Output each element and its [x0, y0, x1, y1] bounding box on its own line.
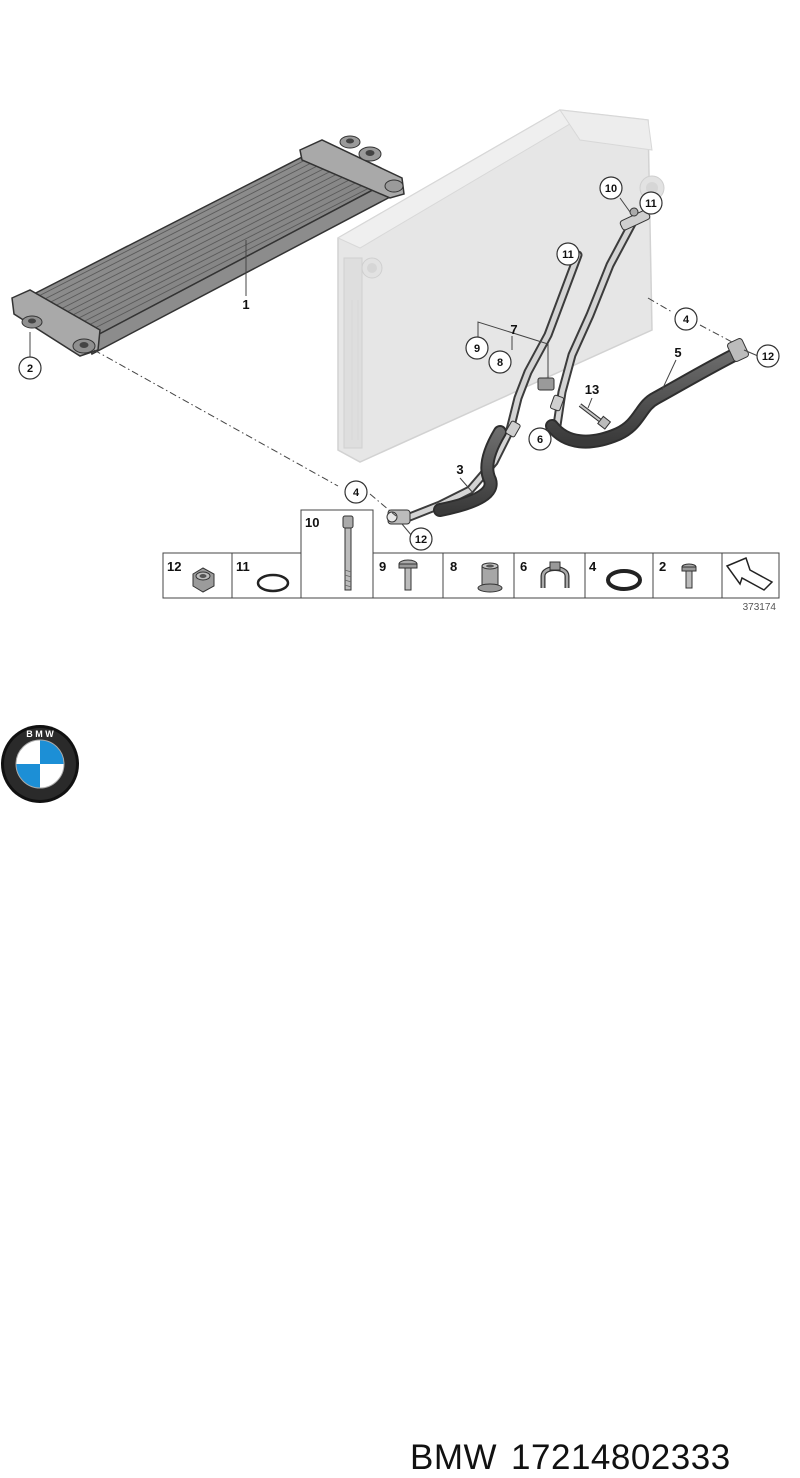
footer: B M W BMW 17214802333 — [0, 700, 800, 1477]
oil-cooler — [11, 135, 405, 357]
svg-text:12: 12 — [762, 351, 774, 363]
callout-4a: 4 — [344, 480, 368, 504]
main-radiator — [336, 109, 665, 463]
svg-text:10: 10 — [605, 183, 617, 195]
table-cell-4: 4 — [589, 559, 642, 591]
callout-7: 7 — [510, 322, 517, 337]
svg-text:6: 6 — [520, 559, 527, 574]
brand-name: BMW — [410, 1438, 498, 1477]
svg-text:2: 2 — [27, 363, 33, 375]
o-ring-icon — [256, 573, 290, 593]
table-cell-6: 6 — [520, 559, 570, 588]
callout-9: 9 — [465, 336, 489, 360]
table-cell-10: 10 — [305, 515, 354, 591]
svg-text:2: 2 — [659, 559, 666, 574]
brand-part-label: BMW 17214802333 — [410, 1438, 745, 1478]
svg-text:4: 4 — [353, 487, 360, 499]
svg-text:9: 9 — [379, 559, 386, 574]
svg-text:12: 12 — [167, 559, 181, 574]
callout-4b: 4 — [674, 307, 698, 331]
callout-2: 2 — [18, 356, 42, 380]
callout-12a: 12 — [409, 527, 433, 551]
leader-lines — [93, 297, 733, 517]
table-cell-11: 11 — [236, 559, 290, 593]
svg-text:11: 11 — [236, 559, 250, 574]
svg-text:9: 9 — [474, 343, 480, 355]
callout-6: 6 — [528, 427, 552, 451]
table-cell-8: 8 — [450, 559, 503, 593]
svg-text:B M W: B M W — [26, 729, 54, 739]
callout-12b: 12 — [756, 344, 780, 368]
table-cell-12: 12 — [167, 559, 215, 593]
table-cell-2: 2 — [659, 559, 697, 589]
callout-1: 1 — [242, 297, 249, 312]
rubber-hoses — [386, 338, 749, 525]
clamp-icon — [540, 561, 570, 588]
sleeve-icon — [477, 562, 503, 593]
callout-10: 10 — [599, 176, 623, 200]
bmw-logo: B M W — [1, 725, 79, 803]
svg-text:11: 11 — [562, 249, 574, 261]
callout-5: 5 — [674, 345, 681, 360]
callout-13: 13 — [585, 382, 599, 397]
callout-3: 3 — [456, 462, 463, 477]
svg-text:8: 8 — [497, 357, 503, 369]
direction-arrow-icon — [725, 556, 774, 591]
svg-text:6: 6 — [537, 434, 543, 446]
svg-text:8: 8 — [450, 559, 457, 574]
parts-table: 12 11 10 — [162, 509, 780, 613]
long-bolt-icon — [342, 515, 354, 591]
svg-text:10: 10 — [305, 515, 319, 530]
svg-text:4: 4 — [589, 559, 597, 574]
parts-diagram: 1 2 3 4 4 5 6 7 8 9 10 — [11, 109, 780, 613]
table-cell-9: 9 — [379, 559, 418, 591]
callout-11b: 11 — [639, 191, 663, 215]
hex-nut-icon — [192, 567, 215, 593]
svg-text:4: 4 — [683, 314, 690, 326]
svg-text:12: 12 — [415, 534, 427, 546]
callout-11a: 11 — [556, 242, 580, 266]
o-ring-icon — [606, 569, 642, 591]
document-number: 373174 — [743, 602, 777, 613]
part-number: 17214802333 — [511, 1438, 731, 1477]
screw-icon — [681, 563, 697, 589]
callouts: 1 2 3 4 4 5 6 7 8 9 10 — [18, 176, 780, 551]
bolt-icon — [398, 559, 418, 591]
svg-text:11: 11 — [645, 198, 657, 210]
callout-8: 8 — [488, 350, 512, 374]
